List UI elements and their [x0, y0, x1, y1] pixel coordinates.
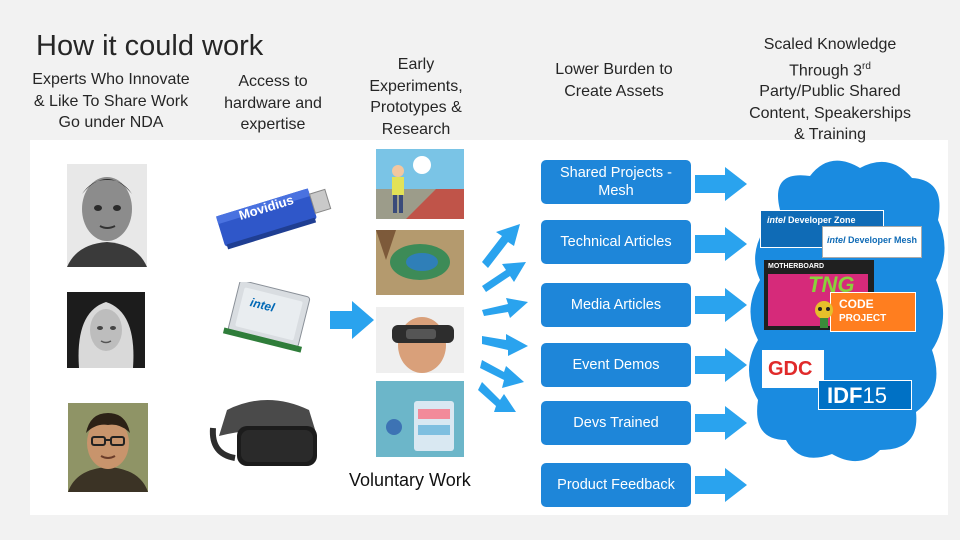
experiment-device-icon	[376, 381, 464, 457]
experiment-image-3	[376, 307, 464, 373]
header-experts: Experts Who Innovate & Like To Share Wor…	[32, 71, 190, 131]
header-early: Early Experiments, Prototypes & Research	[369, 56, 463, 138]
idf-number: 15	[862, 383, 887, 408]
developer-zone-logo: intel Developer Zone	[767, 215, 856, 225]
right-arrow-5	[695, 406, 747, 440]
gdc-card: GDC	[762, 350, 824, 388]
slide-title: How it could work	[36, 30, 264, 62]
motherboard-logo: MOTHERBOARD	[768, 263, 824, 270]
output-shared-projects: Shared Projects - Mesh	[541, 160, 691, 204]
person-3-image	[68, 403, 148, 492]
intel-chip-image: intel	[222, 282, 317, 354]
code-project-mascot-icon	[815, 301, 833, 328]
header-lower: Lower Burden to Create Assets	[555, 61, 673, 100]
right-arrow-2	[695, 227, 747, 261]
intel-chip-icon	[222, 282, 311, 353]
header-scaled-sup: rd	[862, 60, 871, 72]
header-scaled-suffix: Party/Public Shared Content, Speakership…	[749, 83, 911, 144]
code-project-text-2: PROJECT	[839, 313, 887, 324]
movidius-stick-icon	[215, 188, 332, 250]
person-2-image	[67, 292, 145, 368]
code-project-card: CODE PROJECT	[830, 292, 916, 332]
right-arrow-1	[695, 167, 747, 201]
output-event-demos: Event Demos	[541, 343, 691, 387]
experiment-image-2	[376, 230, 464, 295]
idf-prefix: IDF	[827, 383, 863, 408]
right-arrow-6	[695, 468, 747, 502]
person-1-image	[67, 164, 147, 267]
developer-mesh-logo: intel Developer Mesh	[827, 235, 918, 245]
voluntary-work-label: Voluntary Work	[349, 470, 471, 490]
right-arrow-3	[695, 288, 747, 322]
header-access: Access to hardware and expertise	[224, 73, 322, 133]
header-scaled: Scaled Knowledge Through 3rd Party/Publi…	[748, 34, 912, 146]
header-scaled-prefix: Scaled Knowledge Through 3	[763, 36, 897, 79]
idf-logo: IDF15	[827, 383, 887, 409]
expert-photo-1	[67, 164, 147, 267]
flow-arrow-left	[330, 301, 374, 339]
expert-photo-3	[68, 403, 148, 492]
experiment-headset-icon	[376, 307, 464, 373]
fan-arrows	[478, 224, 528, 412]
code-project-text-1: CODE	[839, 297, 874, 311]
expert-photo-2	[67, 292, 145, 368]
gdc-logo: GDC	[768, 358, 813, 380]
output-media-articles: Media Articles	[541, 283, 691, 327]
vr-headset-icon	[209, 400, 317, 466]
output-product-feedback: Product Feedback	[541, 463, 691, 507]
experiment-image-1	[376, 149, 464, 219]
developer-mesh-card: intel Developer Mesh	[822, 226, 922, 258]
experiment-projection-icon	[376, 230, 464, 295]
output-technical-articles: Technical Articles	[541, 220, 691, 264]
vr-headset-image	[207, 396, 327, 469]
idf-card: IDF15	[818, 380, 912, 410]
movidius-stick-image: Movidius	[210, 180, 335, 250]
experiment-image-4	[376, 381, 464, 457]
developer-mesh-text: Developer Mesh	[848, 235, 918, 245]
experiment-walking-icon	[376, 149, 464, 219]
output-devs-trained: Devs Trained	[541, 401, 691, 445]
right-arrow-4	[695, 348, 747, 382]
developer-zone-text: Developer Zone	[788, 215, 856, 225]
